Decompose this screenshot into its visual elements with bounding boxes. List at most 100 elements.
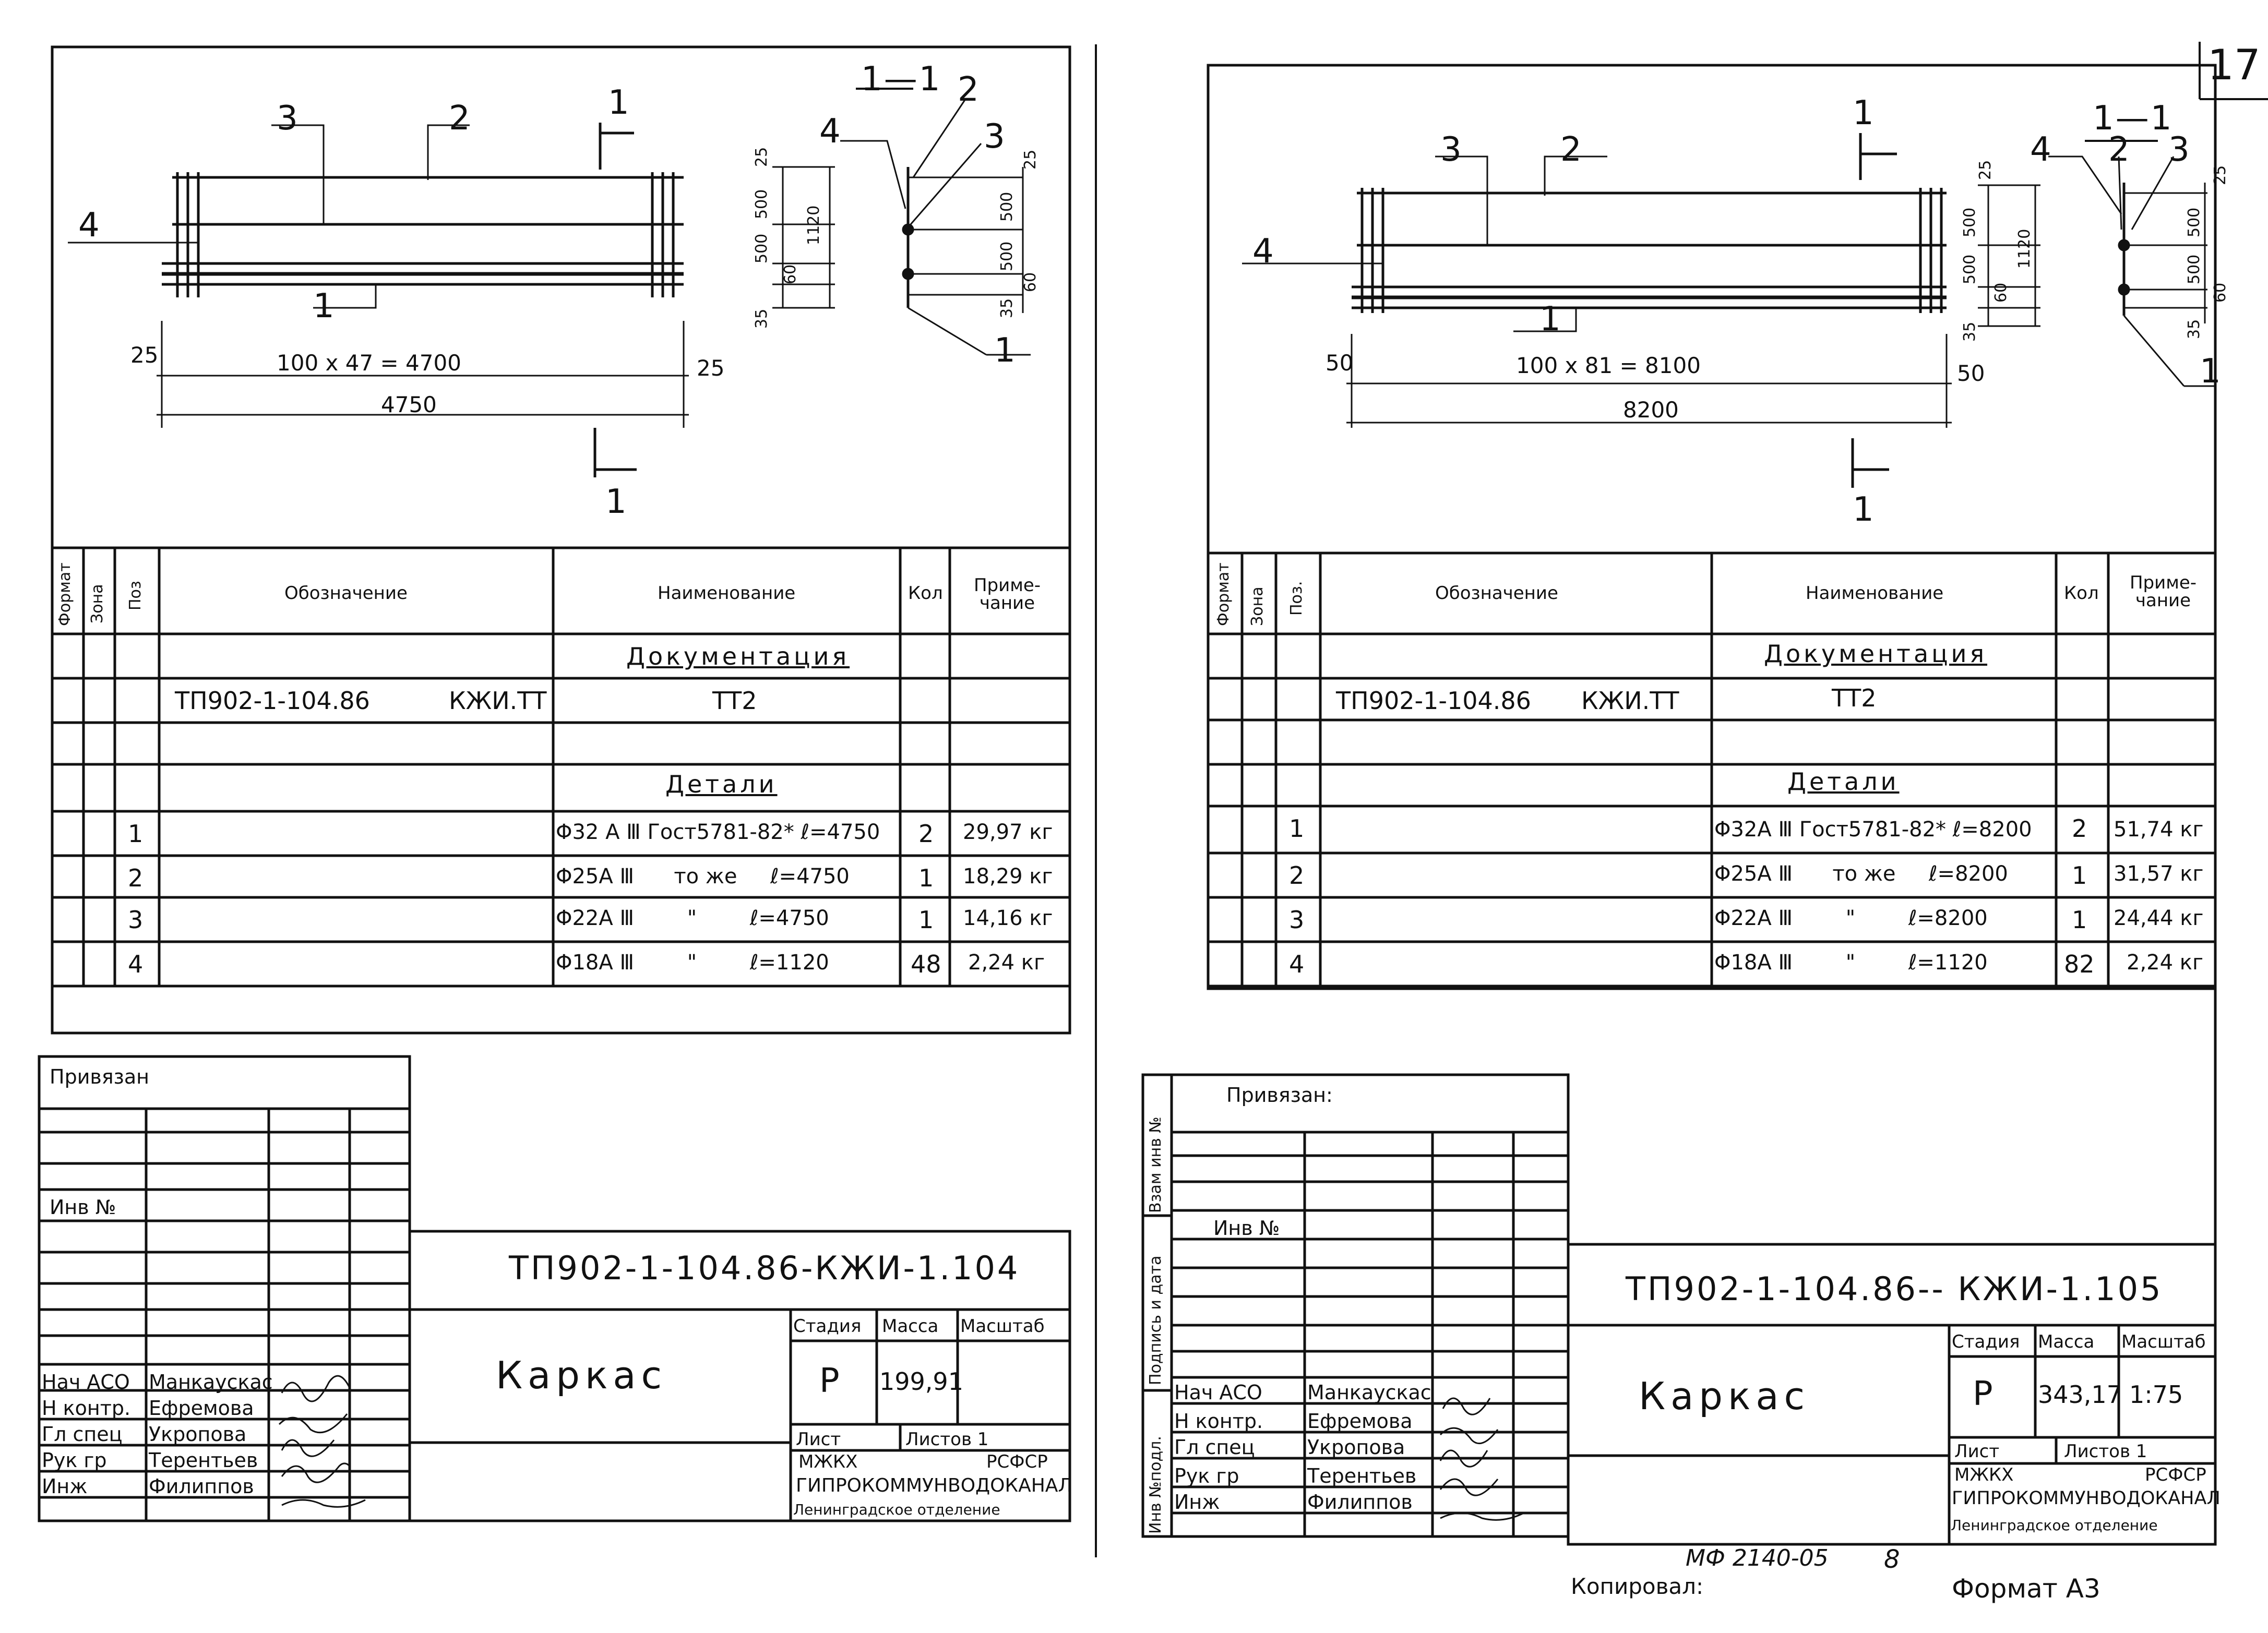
corner-page-number: 17 xyxy=(2207,41,2261,89)
footer-stamp-no: МФ 2140-05 xyxy=(1686,1545,1829,1571)
left-section-title: 1—1 xyxy=(861,60,942,99)
left-staff-role-2: Н контр. xyxy=(42,1397,131,1420)
right-staff-name-1: Манкаускас xyxy=(1307,1381,1431,1404)
left-callout-1: 1 xyxy=(313,287,336,326)
left-callout-3: 3 xyxy=(277,99,300,138)
right-row2-qty: 1 xyxy=(2072,861,2087,890)
left-side-dim-60: 60 xyxy=(781,264,799,284)
right-heading-doc: Документация xyxy=(1764,640,1988,668)
left-sec-dim-500b: 500 xyxy=(998,241,1016,271)
right-row3-qty: 1 xyxy=(2072,906,2087,934)
right-sec-dim-25: 25 xyxy=(2211,165,2229,185)
right-section-callout-1: 1 xyxy=(2200,352,2223,391)
right-callout-4: 4 xyxy=(1252,232,1275,271)
right-row1-note: 51,74 кг xyxy=(2114,818,2204,842)
left-sec-dim-35: 35 xyxy=(998,298,1016,318)
left-callout-2: 2 xyxy=(449,99,472,138)
right-section-callout-2: 2 xyxy=(2108,130,2131,169)
right-section-mark-bottom: 1 xyxy=(1853,490,1876,529)
left-privyazan: Привязан xyxy=(50,1065,149,1088)
right-side-label-inv: Инв №подл. xyxy=(1147,1436,1165,1534)
left-doc-designation: ТП902-1-104.86 xyxy=(175,687,370,715)
left-lbl-sheet: Лист xyxy=(796,1429,841,1450)
left-row3-name: Φ22А Ⅲ " ℓ=4750 xyxy=(556,906,829,930)
left-row2-pos: 2 xyxy=(128,864,144,892)
right-sheet-frame xyxy=(1207,64,2217,990)
right-org-2: РСФСР xyxy=(2145,1464,2206,1485)
left-row2-note: 18,29 кг xyxy=(963,864,1053,888)
left-staff-name-5: Филиппов xyxy=(149,1475,254,1498)
left-doc-code: ТП902-1-104.86-КЖИ-1.104 xyxy=(509,1249,1020,1287)
right-sec-dim-35: 35 xyxy=(2185,319,2203,339)
left-hdr-format: Формат xyxy=(56,562,74,626)
right-lbl-stage: Стадия xyxy=(1952,1331,2020,1352)
left-lbl-stage: Стадия xyxy=(793,1316,862,1337)
left-hdr-pos: Поз xyxy=(126,581,145,610)
left-title: Каркас xyxy=(496,1353,667,1397)
left-lbl-scale: Масштаб xyxy=(960,1316,1045,1337)
left-dim-end-right: 25 xyxy=(697,355,725,381)
left-staff-role-3: Гл спец xyxy=(42,1423,123,1446)
right-staff-name-4: Терентьев xyxy=(1307,1464,1417,1487)
left-hdr-zone: Зона xyxy=(88,584,106,623)
left-lbl-sheets: Листов 1 xyxy=(905,1429,989,1450)
left-section-callout-3: 3 xyxy=(984,117,1007,156)
left-sheet-frame xyxy=(51,45,1071,1035)
left-staff-name-1: Манкаускас xyxy=(149,1371,273,1394)
right-org-1: МЖКХ xyxy=(1954,1464,2014,1485)
right-section-callout-4: 4 xyxy=(2030,130,2053,169)
left-org-2: РСФСР xyxy=(986,1451,1048,1472)
right-row4-pos: 4 xyxy=(1289,950,1305,978)
right-row1-qty: 2 xyxy=(2072,814,2087,843)
right-section-mark-top: 1 xyxy=(1853,94,1876,133)
right-inv-no: Инв № xyxy=(1213,1217,1280,1240)
right-row3-note: 24,44 кг xyxy=(2114,906,2204,930)
left-doc-suffix: КЖИ.ТТ xyxy=(449,687,547,715)
left-side-dim-35: 35 xyxy=(753,308,771,329)
right-scale-value: 1:75 xyxy=(2129,1380,2183,1409)
left-side-dim-500b: 500 xyxy=(753,233,771,263)
right-title: Каркас xyxy=(1639,1374,1810,1418)
right-dim-total: 8200 xyxy=(1623,397,1679,423)
right-row2-note: 31,57 кг xyxy=(2114,862,2204,886)
right-lbl-sheets: Листов 1 xyxy=(2064,1441,2147,1462)
left-row1-name: Φ32 А Ⅲ Гост5781-82* ℓ=4750 xyxy=(556,820,880,844)
right-row4-qty: 82 xyxy=(2064,950,2095,978)
left-side-dim-500a: 500 xyxy=(753,189,771,219)
left-section-callout-4: 4 xyxy=(819,112,842,151)
right-doc-code: ТП902-1-104.86-- КЖИ-1.105 xyxy=(1626,1270,2163,1308)
right-side-dim-35: 35 xyxy=(1961,321,1979,342)
right-callout-1: 1 xyxy=(1539,300,1562,339)
right-row2-name: Φ25А Ⅲ то же ℓ=8200 xyxy=(1714,862,2008,886)
left-lbl-mass: Масса xyxy=(882,1316,939,1337)
right-callout-2: 2 xyxy=(1560,130,1583,169)
left-sec-dim-25: 25 xyxy=(1021,149,1040,170)
right-section-title: 1—1 xyxy=(2093,99,2174,138)
footer-format: Формат А3 xyxy=(1952,1574,2100,1604)
left-row4-name: Φ18А Ⅲ " ℓ=1120 xyxy=(556,951,829,975)
left-section-callout-1: 1 xyxy=(994,331,1017,370)
right-staff-name-5: Филиппов xyxy=(1307,1491,1413,1514)
right-lbl-sheet: Лист xyxy=(1954,1441,2000,1462)
right-dim-span: 100 x 81 = 8100 xyxy=(1516,353,1701,378)
right-row3-pos: 3 xyxy=(1289,906,1305,934)
left-side-dim-1120: 1120 xyxy=(805,205,823,245)
right-callout-3: 3 xyxy=(1440,130,1463,169)
left-mass-value: 199,91 xyxy=(879,1367,963,1396)
left-dim-total: 4750 xyxy=(381,392,437,417)
right-staff-name-3: Укропова xyxy=(1307,1436,1405,1459)
left-section-mark-top: 1 xyxy=(608,83,631,122)
right-side-dim-25: 25 xyxy=(1976,160,1995,180)
left-org-3: ГИПРОКОММУНВОДОКАНАЛ xyxy=(796,1475,1072,1496)
left-stage-value: Р xyxy=(819,1362,841,1400)
right-row2-pos: 2 xyxy=(1289,861,1305,890)
left-heading-parts: Детали xyxy=(665,770,778,798)
right-stage-value: Р xyxy=(1973,1375,1995,1413)
right-staff-role-1: Нач АСО xyxy=(1174,1381,1262,1404)
right-lbl-mass: Масса xyxy=(2038,1331,2095,1352)
left-row2-name: Φ25А Ⅲ то же ℓ=4750 xyxy=(556,864,850,888)
left-row4-pos: 4 xyxy=(128,950,144,978)
left-section-callout-2: 2 xyxy=(958,70,981,109)
right-side-dim-500b: 500 xyxy=(1961,254,1979,284)
